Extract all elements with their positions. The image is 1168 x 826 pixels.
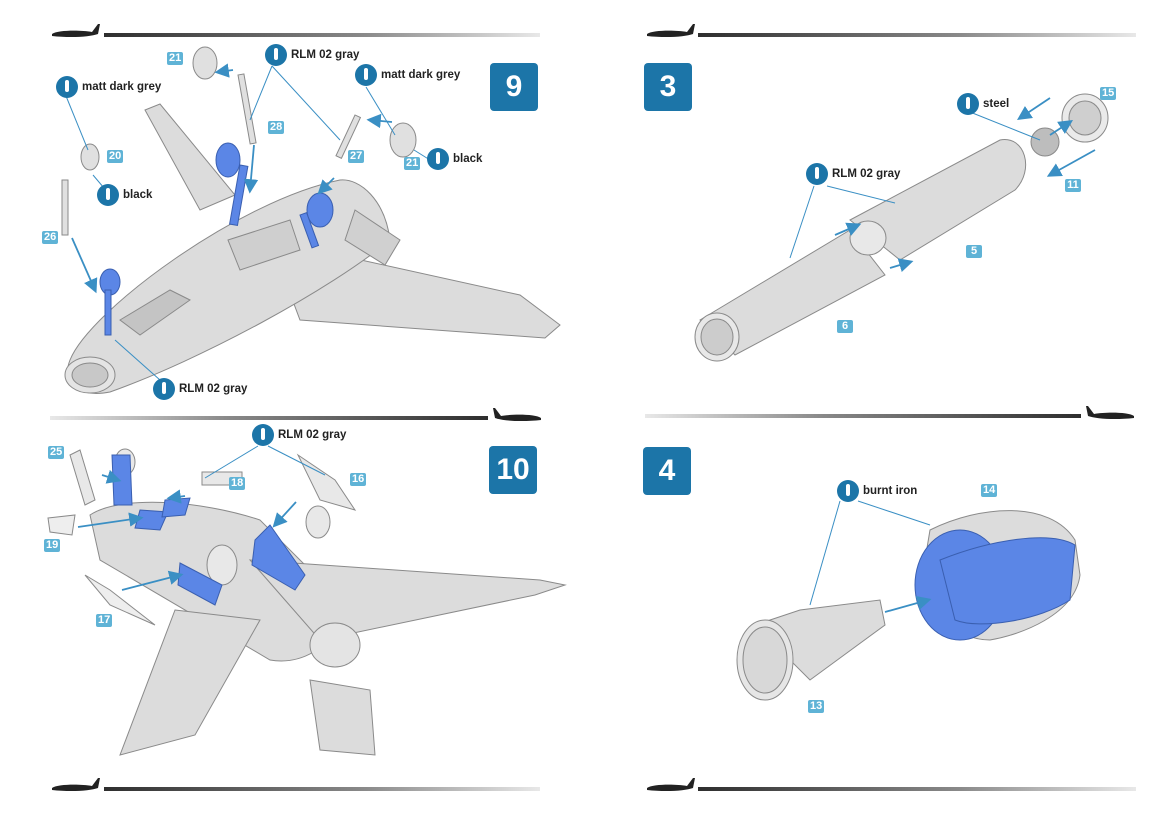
paint-label: RLM 02 gray	[832, 168, 901, 180]
part-number-6: 6	[837, 320, 853, 333]
paint-drop-icon	[837, 480, 859, 502]
step-number-10: 10	[489, 446, 537, 494]
part-number-11: 11	[1065, 179, 1081, 192]
part-number-28: 28	[268, 121, 285, 134]
paint-label: RLM 02 gray	[278, 429, 347, 441]
aircraft-step-9	[64, 103, 561, 394]
callout-leaders	[65, 65, 1041, 606]
highlight-parts-step-9	[99, 142, 334, 336]
paint-label: matt dark grey	[381, 69, 461, 81]
step-number-4: 4	[643, 447, 691, 495]
paint-label: RLM 02 gray	[291, 49, 360, 61]
part-number-18: 18	[229, 477, 246, 490]
divider-bottom-left	[104, 787, 540, 791]
divider-top-right	[698, 33, 1136, 37]
paint-callout-burnt-iron: burnt iron	[837, 480, 917, 502]
divider-bottom-right	[698, 787, 1136, 791]
paint-callout-steel: steel	[957, 93, 1009, 115]
part-number-20: 20	[107, 150, 124, 163]
paint-drop-icon	[957, 93, 979, 115]
aircraft-silhouette-icon	[1086, 406, 1134, 420]
engine-step-4	[736, 510, 1081, 701]
part-number-27: 27	[348, 150, 365, 163]
paint-callout-rlm02: RLM 02 gray	[806, 163, 900, 185]
paint-callout-matt-dark-grey: matt dark grey	[355, 64, 460, 86]
exhaust-pipe-step-3	[694, 93, 1109, 362]
part-number-21: 21	[167, 52, 184, 65]
paint-drop-icon	[153, 378, 175, 400]
divider-mid-left	[50, 416, 488, 420]
aircraft-step-10	[47, 448, 567, 756]
paint-drop-icon	[265, 44, 287, 66]
aircraft-silhouette-icon	[647, 778, 695, 792]
paint-label: steel	[983, 98, 1010, 110]
part-number-5: 5	[966, 245, 982, 258]
paint-drop-icon	[252, 424, 274, 446]
aircraft-silhouette-icon	[52, 778, 100, 792]
aircraft-silhouette-icon	[647, 24, 695, 38]
part-number-25: 25	[48, 446, 65, 459]
part-number-26: 26	[42, 231, 59, 244]
part-number-15: 15	[1100, 87, 1117, 100]
part-number-19: 19	[44, 539, 61, 552]
paint-label: black	[123, 189, 153, 201]
divider-top-left	[104, 33, 540, 37]
paint-callout-matt-dark-grey: matt dark grey	[56, 76, 161, 98]
assembly-arrows	[71, 63, 1096, 613]
loose-parts-step-9	[61, 46, 417, 236]
aircraft-silhouette-icon	[52, 24, 100, 38]
paint-callout-black: black	[427, 148, 482, 170]
step-number-3: 3	[644, 63, 692, 111]
paint-callout-rlm02: RLM 02 gray	[252, 424, 346, 446]
paint-drop-icon	[56, 76, 78, 98]
paint-drop-icon	[355, 64, 377, 86]
paint-callout-rlm02: RLM 02 gray	[265, 44, 359, 66]
paint-drop-icon	[806, 163, 828, 185]
part-number-14: 14	[981, 484, 998, 497]
part-number-17: 17	[96, 614, 113, 627]
paint-label: RLM 02 gray	[179, 383, 248, 395]
part-number-21: 21	[404, 157, 421, 170]
paint-label: black	[453, 153, 483, 165]
part-number-13: 13	[808, 700, 825, 713]
paint-drop-icon	[427, 148, 449, 170]
paint-callout-black: black	[97, 184, 152, 206]
paint-drop-icon	[97, 184, 119, 206]
paint-callout-rlm02: RLM 02 gray	[153, 378, 247, 400]
step-number-9: 9	[490, 63, 538, 111]
part-number-16: 16	[350, 473, 367, 486]
aircraft-silhouette-icon	[493, 408, 541, 422]
divider-mid-right	[645, 414, 1081, 418]
paint-label: matt dark grey	[82, 81, 162, 93]
paint-label: burnt iron	[863, 485, 918, 497]
